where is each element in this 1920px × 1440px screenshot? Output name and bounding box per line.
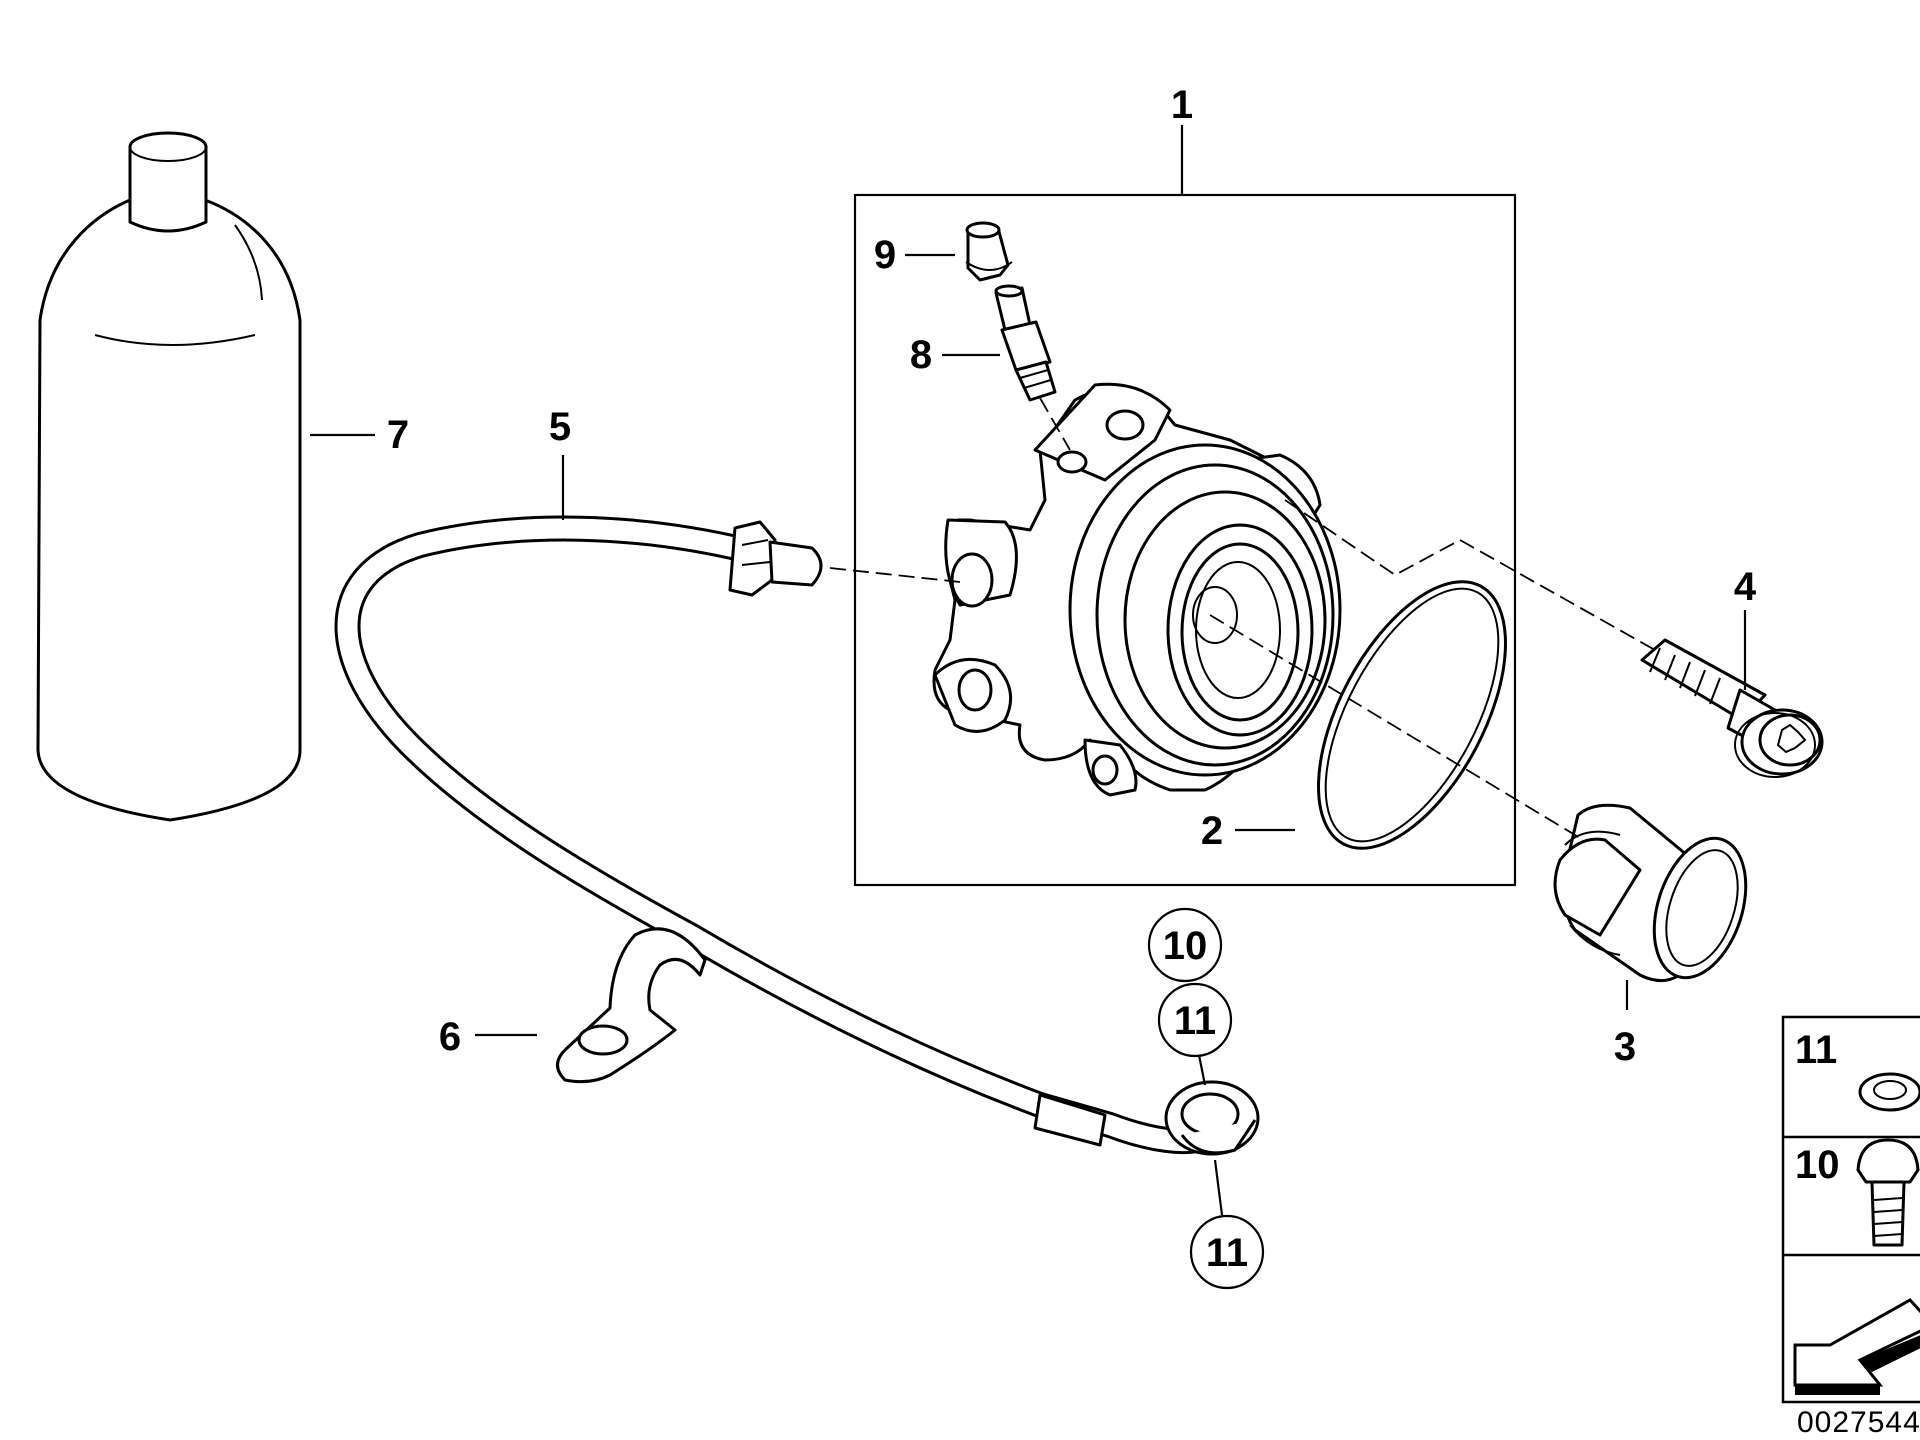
callout-2: 2 <box>1201 809 1223 853</box>
bleeder-cap-part <box>965 221 1013 282</box>
alignment-line-bleeder <box>1039 397 1071 451</box>
alignment-line-sleeve <box>1209 614 1581 839</box>
callout-1: 1 <box>1171 83 1193 127</box>
callout-4: 4 <box>1734 565 1757 609</box>
circled-callout-10: 10 <box>1147 907 1223 983</box>
direction-arrow-icon <box>1793 1298 1920 1395</box>
bleeder-valve-part <box>994 284 1057 402</box>
bracket-clip-part <box>556 927 707 1084</box>
legend-number-11: 11 <box>1795 1028 1837 1072</box>
callout-11-top: 11 <box>1174 999 1216 1043</box>
callout-10: 10 <box>1163 924 1208 968</box>
callout-7: 7 <box>387 413 409 457</box>
callout-6: 6 <box>439 1015 461 1059</box>
circled-callout-11-bottom: 11 <box>1189 1214 1265 1290</box>
callout-11-bottom: 11 <box>1206 1231 1248 1275</box>
circled-callout-11-top: 11 <box>1157 982 1233 1058</box>
image-code: 00275444 <box>1797 1406 1920 1439</box>
parts-legend: 11 10 <box>1781 1015 1920 1404</box>
alignment-line-bolt <box>1284 499 1656 651</box>
callout-3: 3 <box>1614 1025 1636 1069</box>
guide-sleeve-part <box>1553 803 1748 983</box>
banjo-bolt-icon <box>1856 1138 1920 1247</box>
legend-number-10: 10 <box>1795 1143 1840 1187</box>
leader-lines <box>310 125 1747 1216</box>
callout-9: 9 <box>874 233 896 277</box>
fluid-bottle-part <box>36 131 302 822</box>
bolt-part <box>1640 638 1824 778</box>
callout-5: 5 <box>549 405 571 449</box>
washer-icon <box>1858 1072 1920 1112</box>
assembly-box <box>853 193 1517 887</box>
fluid-line-part <box>334 515 1260 1156</box>
callout-8: 8 <box>910 333 932 377</box>
o-ring-part <box>1317 580 1507 850</box>
slave-cylinder-part <box>932 382 1342 797</box>
alignment-line-fitting <box>829 567 961 583</box>
